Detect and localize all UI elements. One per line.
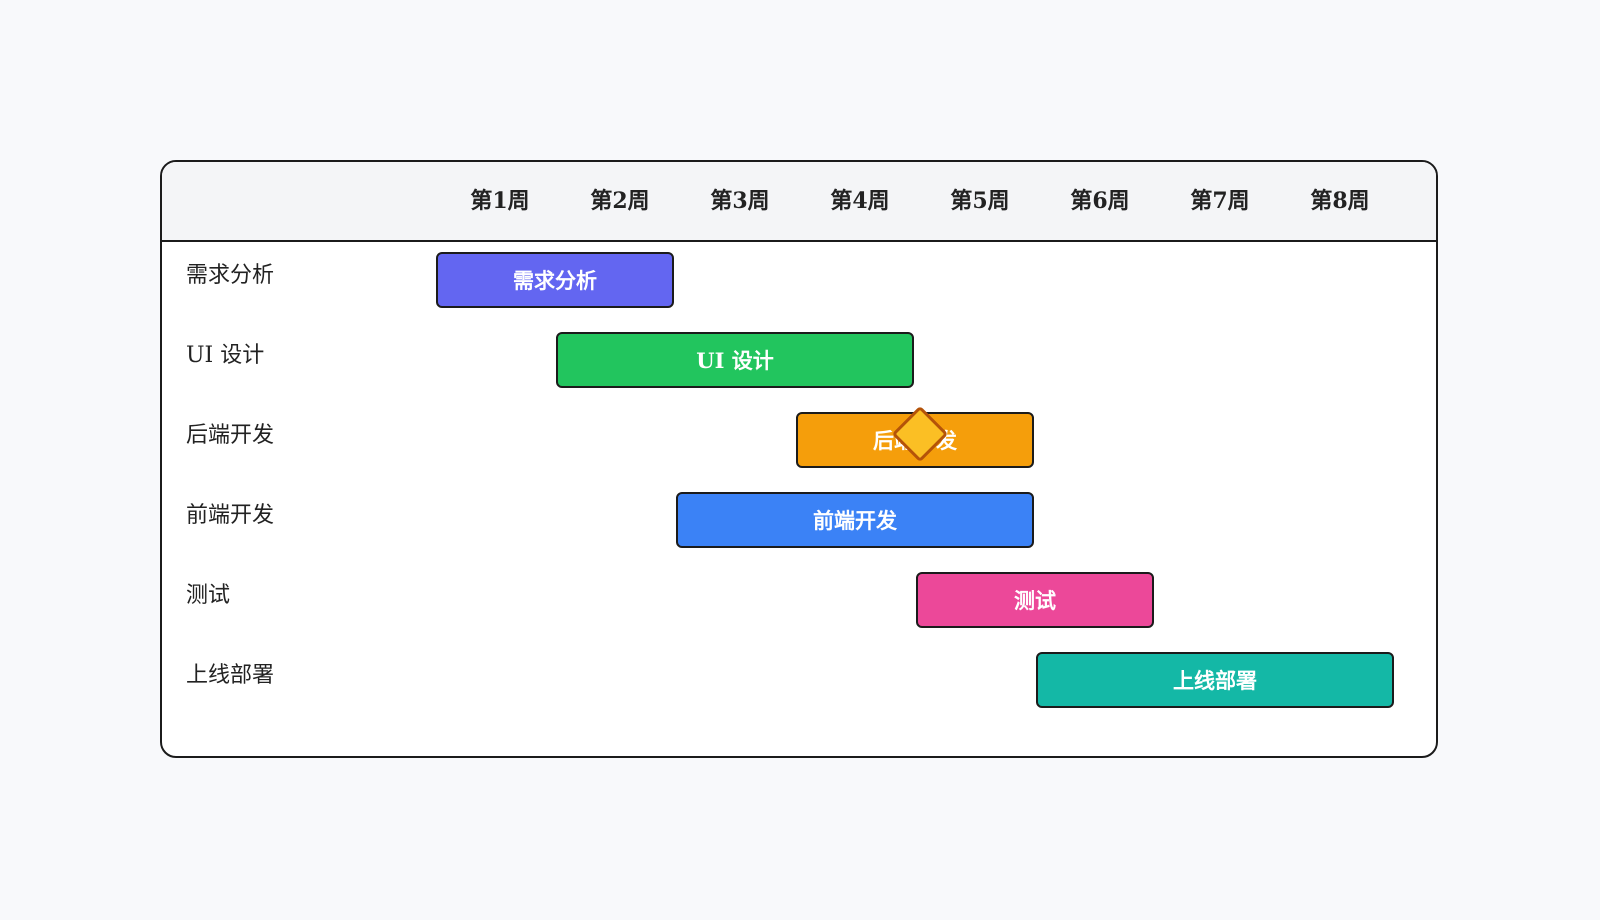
task-bar[interactable]: 前端开发 xyxy=(676,492,1034,548)
week-label: 第8周 xyxy=(1310,188,1370,214)
task-row-label: 后端开发 xyxy=(186,423,275,448)
task-row-label: 测试 xyxy=(186,583,231,608)
task-row-label: 前端开发 xyxy=(186,503,275,528)
gantt-chart: 第1周 第2周 第3周 第4周 第5周 第6周 第7周 第8周 需求分析 需求分析 UI 设计 UI… xyxy=(160,160,1438,758)
week-label: 第2周 xyxy=(590,188,650,214)
week-label: 第7周 xyxy=(1190,188,1250,214)
task-row-label: UI 设计 xyxy=(186,343,265,368)
task-row-label: 上线部署 xyxy=(186,663,275,688)
task-bar[interactable]: 上线部署 xyxy=(1036,652,1394,708)
week-header: 第1周 第2周 第3周 第4周 第5周 第6周 第7周 第8周 xyxy=(162,162,1436,242)
week-label: 第6周 xyxy=(1070,188,1130,214)
task-bar[interactable]: 需求分析 xyxy=(436,252,674,308)
task-bar[interactable]: UI 设计 xyxy=(556,332,914,388)
week-label: 第5周 xyxy=(950,188,1010,214)
task-bar[interactable]: 测试 xyxy=(916,572,1154,628)
week-label: 第3周 xyxy=(710,188,770,214)
week-label: 第1周 xyxy=(470,188,530,214)
task-row-label: 需求分析 xyxy=(186,263,275,288)
week-label: 第4周 xyxy=(830,188,890,214)
